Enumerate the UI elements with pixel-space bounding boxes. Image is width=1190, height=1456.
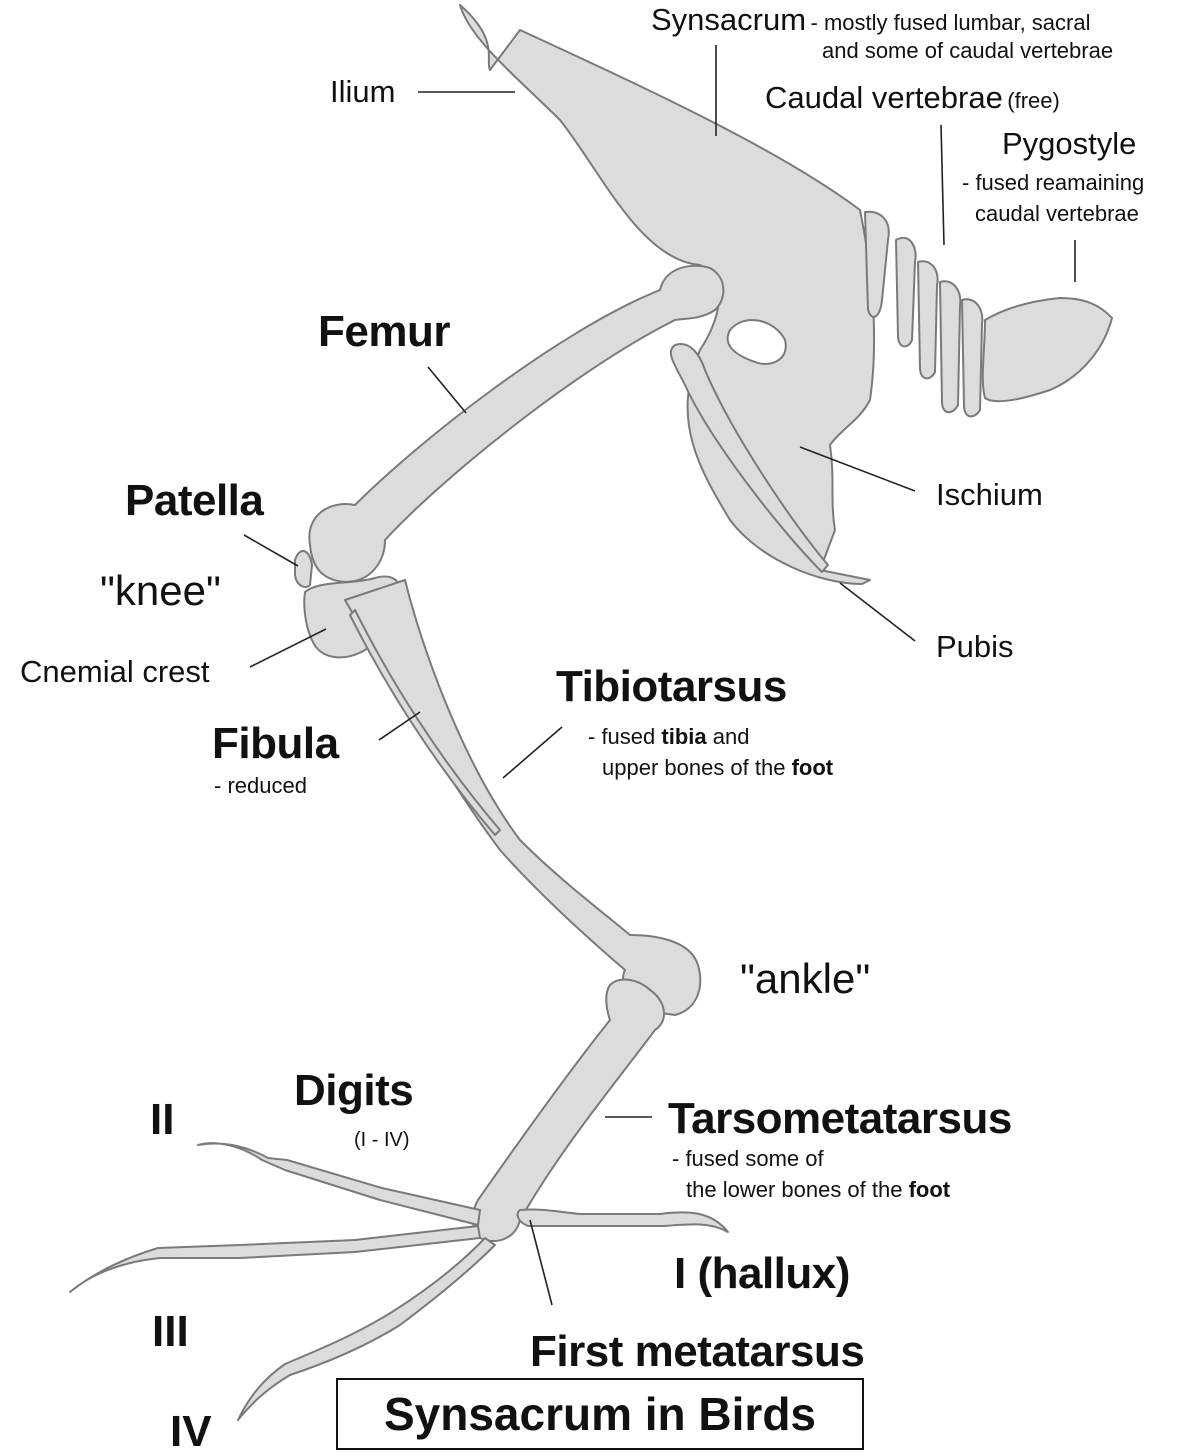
femur-label: Femur	[318, 307, 450, 356]
leader-patella	[243, 534, 299, 567]
caudal-vertebra-2	[895, 237, 917, 348]
diagram-title: Synsacrum in Birds	[336, 1378, 864, 1450]
fibula-desc: - reduced	[214, 773, 307, 798]
pygostyle-desc-line2: caudal vertebrae	[975, 201, 1139, 226]
digits-label: Digits	[294, 1066, 414, 1115]
pelvis-foramen	[726, 319, 787, 365]
leader-femur	[427, 366, 467, 414]
patella-bone	[294, 550, 313, 588]
patella-label: Patella	[125, 476, 264, 525]
cnemial-crest-label: Cnemial crest	[20, 654, 210, 689]
synsacrum-desc-line1: - mostly fused lumbar, sacral	[810, 10, 1091, 35]
leader-cnemial	[249, 628, 327, 668]
caudal-vertebra-4	[939, 280, 962, 414]
ilium-label: Ilium	[330, 74, 396, 109]
digit-ii-bones	[197, 1142, 481, 1226]
tarsometatarsus-label: Tarsometatarsus	[668, 1094, 1012, 1143]
pubis-bone	[669, 343, 829, 573]
fibula-label: Fibula	[212, 719, 339, 768]
leader-tibiotarsus	[502, 726, 563, 779]
caudal-vertebra-1	[864, 210, 890, 318]
caudal-vertebrae-note: (free)	[1007, 88, 1060, 113]
ischium-label: Ischium	[936, 477, 1043, 512]
leader-ischium	[799, 446, 916, 492]
leader-pubis	[839, 582, 916, 642]
pygostyle-label: Pygostyle	[1002, 126, 1137, 161]
digit-iv-label: IV	[170, 1407, 212, 1456]
digit-iv-bones	[237, 1237, 496, 1421]
pelvis-bone	[459, 4, 876, 585]
leader-first-metatarsus	[529, 1219, 553, 1306]
pygostyle-bone	[981, 297, 1113, 403]
tibiotarsus-desc-line1: - fused tibia and	[588, 724, 750, 749]
digits-range: (I - IV)	[354, 1129, 410, 1151]
first-metatarsus-label: First metatarsus	[530, 1327, 865, 1376]
tarsometatarsus-bone	[472, 978, 665, 1242]
caudal-vertebrae-label: Caudal vertebrae (free)	[765, 80, 1060, 115]
leader-fibula	[378, 711, 421, 741]
leader-caudal	[940, 124, 945, 246]
tibiotarsus-bone	[344, 579, 702, 1016]
hallux-label: I (hallux)	[674, 1249, 850, 1298]
digit-iii-bones	[69, 1225, 481, 1293]
knee-label: "knee"	[100, 567, 221, 614]
fibula-bone	[349, 609, 501, 836]
synsacrum-desc-line2: and some of caudal vertebrae	[822, 38, 1114, 63]
tarsometatarsus-desc-line1: - fused some of	[672, 1146, 824, 1171]
synsacrum-label: Synsacrum - mostly fused lumbar, sacral	[651, 2, 1091, 37]
ankle-label: "ankle"	[740, 955, 871, 1002]
tibiotarsus-desc-line2: upper bones of the foot	[602, 755, 834, 780]
caudal-vertebra-5	[961, 298, 984, 418]
digit-iii-label: III	[152, 1307, 189, 1356]
digit-ii-label: II	[150, 1095, 175, 1144]
hallux-bones	[516, 1208, 729, 1233]
pubis-label: Pubis	[936, 629, 1014, 664]
caudal-vertebra-3	[917, 260, 939, 380]
pygostyle-desc-line1: - fused reamaining	[962, 170, 1145, 195]
tibiotarsus-label: Tibiotarsus	[556, 662, 787, 711]
femur-bone	[308, 264, 725, 583]
tarsometatarsus-desc-line2: the lower bones of the foot	[686, 1177, 951, 1202]
